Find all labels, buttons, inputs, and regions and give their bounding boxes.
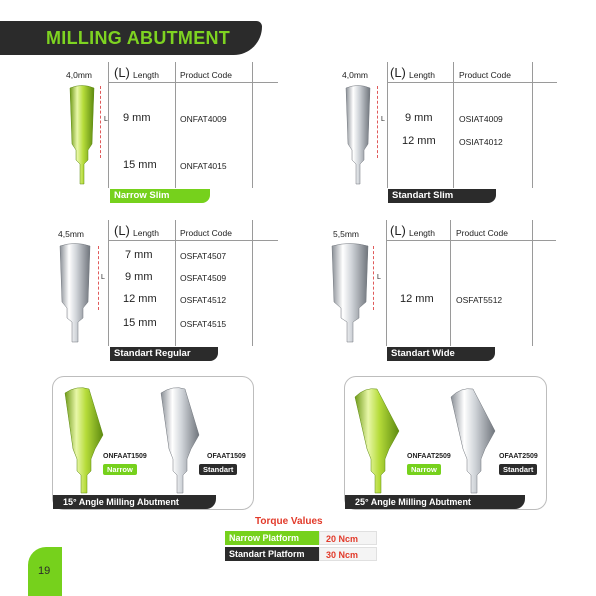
length-cell: 12 mm [400, 293, 434, 305]
length-cell: 12 mm [402, 135, 436, 147]
product-code: OFAAT1509 [207, 453, 246, 460]
code-cell: OSFAT5512 [456, 295, 503, 305]
product-code: OFAAT2509 [499, 453, 538, 460]
abutment-image-standart-slim [345, 85, 371, 185]
variant-tag: Standart Wide [387, 347, 495, 361]
angle-25-title: 25° Angle Milling Abutment [345, 495, 525, 509]
abutment-image-standart-regular [59, 243, 91, 343]
abutment-image-narrow-15 [64, 387, 104, 494]
column-header-length: Length [133, 70, 159, 80]
diameter-label: 4,5mm [58, 229, 84, 239]
angle-15-title: 15° Angle Milling Abutment [53, 495, 216, 509]
angle-15-box: ONFAAT1509 Narrow OFAAT1509 Standart [52, 376, 254, 510]
length-cell: 9 mm [405, 112, 433, 124]
column-header-length: Length [133, 228, 159, 238]
torque-label: Narrow Platform [225, 531, 319, 545]
dimension-label: L [377, 274, 381, 281]
variant-tag: Narrow Slim [110, 189, 210, 203]
angle-25-box: ONFAAT2509 Narrow OFAAT2509 Standart [344, 376, 547, 510]
code-cell: OSIAT4009 [459, 114, 503, 124]
length-cell: 15 mm [123, 317, 157, 329]
abutment-image-standart-15 [160, 387, 200, 494]
column-header-code: Product Code [456, 228, 508, 238]
variant-tag: Standart [499, 464, 538, 475]
length-dimension-line [377, 86, 378, 158]
torque-value: 20 Ncm [319, 531, 377, 545]
dimension-label: L [104, 116, 108, 123]
page-number: 19 [38, 565, 51, 577]
torque-title: Torque Values [255, 516, 323, 527]
product-table: (L) Length Product Code 7 mm OSFAT4507 9… [108, 220, 278, 346]
column-header-l: (L) [114, 65, 130, 80]
variant-tag: Narrow [407, 464, 441, 475]
length-cell: 9 mm [125, 271, 153, 283]
column-header-length: Length [409, 228, 435, 238]
diameter-label: 4,0mm [342, 70, 368, 80]
variant-tag: Standart [199, 464, 238, 475]
code-cell: OSFAT4515 [180, 319, 227, 329]
column-header-l: (L) [390, 223, 406, 238]
length-cell: 7 mm [125, 249, 153, 261]
column-header-code: Product Code [180, 228, 232, 238]
length-cell: 12 mm [123, 293, 157, 305]
abutment-image-narrow-slim [69, 85, 95, 185]
diameter-label: 5,5mm [333, 229, 359, 239]
column-header-l: (L) [114, 223, 130, 238]
code-cell: ONFAT4009 [180, 114, 227, 124]
length-dimension-line [100, 86, 101, 158]
length-cell: 15 mm [123, 159, 157, 171]
variant-tag: Standart Regular [110, 347, 218, 361]
length-cell: 9 mm [123, 112, 151, 124]
abutment-image-standart-wide [331, 243, 369, 343]
product-code: ONFAAT2509 [407, 453, 451, 460]
abutment-image-narrow-25 [354, 388, 400, 494]
header-band [0, 21, 262, 55]
page-title: MILLING ABUTMENT [46, 28, 231, 48]
variant-tag: Narrow [103, 464, 137, 475]
length-dimension-line [98, 246, 99, 310]
column-header-length: Length [409, 70, 435, 80]
dimension-label: L [101, 274, 105, 281]
code-cell: OSFAT4512 [180, 295, 227, 305]
torque-label: Standart Platform [225, 547, 319, 561]
column-header-code: Product Code [459, 70, 511, 80]
dimension-label: L [381, 116, 385, 123]
torque-value: 30 Ncm [319, 547, 377, 561]
code-cell: OSFAT4507 [180, 251, 227, 261]
product-table: (L) Length Product Code 12 mm OSFAT5512 [386, 220, 556, 346]
code-cell: ONFAT4015 [180, 161, 227, 171]
product-table: (L) Length Product Code 9 mm OSIAT4009 1… [387, 62, 557, 188]
code-cell: OSFAT4509 [180, 273, 227, 283]
code-cell: OSIAT4012 [459, 137, 503, 147]
variant-tag: Standart Slim [388, 189, 496, 203]
column-header-code: Product Code [180, 70, 232, 80]
length-dimension-line [373, 246, 374, 310]
diameter-label: 4,0mm [66, 70, 92, 80]
page-number-tab [28, 547, 62, 596]
product-code: ONFAAT1509 [103, 453, 147, 460]
column-header-l: (L) [390, 65, 406, 80]
product-table: (L) Length Product Code 9 mm ONFAT4009 1… [108, 62, 278, 188]
abutment-image-standart-25 [450, 388, 496, 494]
